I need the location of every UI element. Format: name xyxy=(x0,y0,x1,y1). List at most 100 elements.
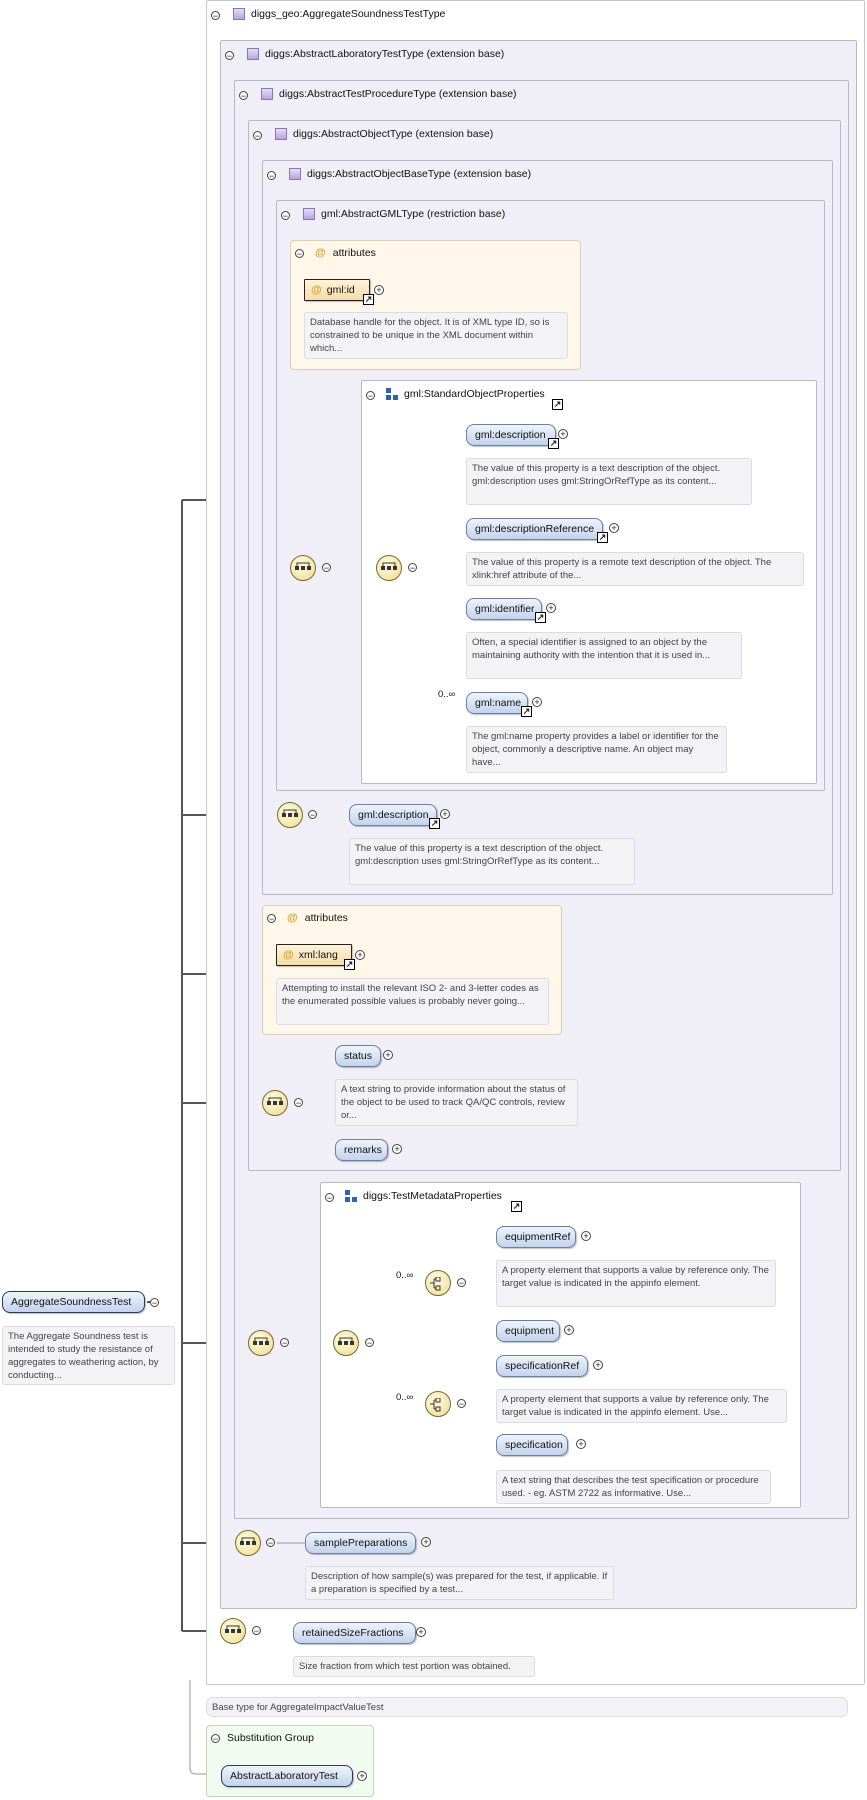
attribute-xml-lang[interactable]: @xml:lang xyxy=(276,944,352,966)
element-remarks[interactable]: remarks xyxy=(335,1139,388,1161)
element-gml-name[interactable]: gml:name xyxy=(466,692,528,714)
doc-gml-identifier: Often, a special identifier is assigned … xyxy=(466,632,742,679)
collapse-toggle[interactable]: − xyxy=(408,563,417,573)
element-retained-size-fractions[interactable]: retainedSizeFractions xyxy=(293,1622,416,1644)
type-title: gml:AbstractGMLType (restriction base) xyxy=(321,208,506,220)
complex-type-icon xyxy=(233,8,245,20)
doc-sample-preparations: Description of how sample(s) was prepare… xyxy=(305,1566,614,1600)
complex-type-icon xyxy=(303,208,315,220)
collapse-toggle[interactable]: − xyxy=(325,1193,334,1203)
doc-specification: A text string that describes the test sp… xyxy=(496,1470,771,1504)
base-type-note: Base type for AggregateImpactValueTest xyxy=(206,1697,848,1717)
doc-gml-id: Database handle for the object. It is of… xyxy=(304,312,568,359)
collapse-toggle[interactable]: − xyxy=(267,914,276,924)
reference-arrow-icon: ↗ xyxy=(344,959,355,970)
root-element-aggregate-soundness-test[interactable]: AggregateSoundnessTest xyxy=(2,1291,145,1313)
expand-icon[interactable]: + xyxy=(392,1144,402,1154)
group-icon xyxy=(345,1190,357,1205)
collapse-toggle[interactable]: − xyxy=(211,11,220,21)
element-equipment-ref[interactable]: equipmentRef xyxy=(496,1226,576,1248)
collapse-toggle[interactable]: − xyxy=(457,1399,466,1409)
collapse-toggle[interactable]: − xyxy=(294,1098,303,1108)
expand-icon[interactable]: + xyxy=(581,1231,591,1241)
attribute-icon: @ xyxy=(287,912,298,924)
complex-type-icon xyxy=(261,88,273,100)
collapse-toggle[interactable]: − xyxy=(308,810,317,820)
collapse-toggle[interactable]: − xyxy=(295,249,304,259)
attribute-icon: @ xyxy=(315,247,326,259)
sequence-compositor-icon[interactable] xyxy=(220,1618,246,1644)
sequence-compositor-icon[interactable] xyxy=(248,1330,274,1356)
expand-icon[interactable]: + xyxy=(416,1627,426,1637)
collapse-toggle[interactable]: − xyxy=(266,1538,275,1548)
attribute-icon: @ xyxy=(283,949,294,961)
sequence-compositor-icon[interactable] xyxy=(333,1330,359,1356)
choice-compositor-icon[interactable] xyxy=(425,1270,451,1296)
type-title: diggs:AbstractTestProcedureType (extensi… xyxy=(279,88,517,100)
cardinality-label: 0..∞ xyxy=(396,1270,414,1281)
attribute-icon: @ xyxy=(311,284,322,296)
cardinality-label: 0..∞ xyxy=(396,1392,414,1403)
collapse-toggle[interactable]: − xyxy=(366,391,375,401)
attributes-label: attributes xyxy=(304,912,348,924)
expand-icon[interactable]: + xyxy=(564,1325,574,1335)
expand-icon[interactable]: + xyxy=(593,1360,603,1370)
collapse-toggle[interactable]: − xyxy=(253,131,262,141)
element-gml-identifier[interactable]: gml:identifier xyxy=(466,598,542,620)
sequence-compositor-icon[interactable] xyxy=(262,1090,288,1116)
expand-icon[interactable]: + xyxy=(558,429,568,439)
collapse-toggle[interactable]: − xyxy=(211,1734,220,1744)
expand-icon[interactable]: + xyxy=(421,1537,431,1547)
doc-gml-description-reference: The value of this property is a remote t… xyxy=(466,552,804,586)
expand-icon[interactable]: + xyxy=(532,697,542,707)
doc-status: A text string to provide information abo… xyxy=(335,1079,578,1126)
choice-compositor-icon[interactable] xyxy=(425,1391,451,1417)
expand-icon[interactable]: + xyxy=(609,523,619,533)
reference-arrow-icon: ↗ xyxy=(597,532,608,543)
reference-arrow-icon: ↗ xyxy=(363,294,374,305)
element-status[interactable]: status xyxy=(335,1045,381,1067)
expand-icon[interactable]: + xyxy=(440,809,450,819)
expand-icon[interactable]: + xyxy=(374,285,384,295)
expand-icon[interactable]: + xyxy=(576,1439,586,1449)
doc-gml-description: The value of this property is a text des… xyxy=(466,458,752,505)
element-gml-description-base[interactable]: gml:description xyxy=(349,804,437,826)
doc-gml-description-base: The value of this property is a text des… xyxy=(349,838,635,885)
element-equipment[interactable]: equipment xyxy=(496,1320,560,1342)
collapse-toggle[interactable]: − xyxy=(281,211,290,221)
sequence-compositor-icon[interactable] xyxy=(376,555,402,581)
element-gml-description-reference[interactable]: gml:descriptionReference xyxy=(466,518,603,540)
collapse-toggle[interactable]: − xyxy=(267,171,276,181)
doc-gml-name: The gml:name property provides a label o… xyxy=(466,726,727,773)
attribute-gml-id[interactable]: @gml:id xyxy=(304,279,370,301)
collapse-toggle[interactable]: − xyxy=(322,563,331,573)
element-specification[interactable]: specification xyxy=(496,1434,568,1456)
expand-icon[interactable]: + xyxy=(546,603,556,613)
collapse-toggle[interactable]: − xyxy=(365,1338,374,1348)
substitution-group-title: Substitution Group xyxy=(227,1732,314,1744)
collapse-toggle[interactable]: − xyxy=(280,1338,289,1348)
type-title: diggs:AbstractObjectBaseType (extension … xyxy=(307,168,532,180)
collapse-toggle[interactable]: − xyxy=(252,1626,261,1636)
collapse-toggle[interactable]: − xyxy=(225,51,234,61)
element-abstract-laboratory-test[interactable]: AbstractLaboratoryTest xyxy=(221,1765,353,1787)
expand-icon[interactable]: + xyxy=(355,950,365,960)
doc-xml-lang: Attempting to install the relevant ISO 2… xyxy=(276,978,549,1025)
reference-arrow-icon: ↗ xyxy=(552,399,563,410)
doc-equipment-ref: A property element that supports a value… xyxy=(496,1260,776,1307)
attributes-label: attributes xyxy=(332,247,376,259)
expand-icon[interactable]: + xyxy=(357,1771,367,1781)
doc-specification-ref: A property element that supports a value… xyxy=(496,1389,787,1423)
element-sample-preparations[interactable]: samplePreparations xyxy=(305,1532,416,1554)
collapse-toggle[interactable]: − xyxy=(150,1298,159,1308)
sequence-compositor-icon[interactable] xyxy=(290,555,316,581)
element-specification-ref[interactable]: specificationRef xyxy=(496,1355,588,1377)
cardinality-label: 0..∞ xyxy=(438,689,456,700)
sequence-compositor-icon[interactable] xyxy=(235,1530,261,1556)
expand-icon[interactable]: + xyxy=(383,1050,393,1060)
reference-arrow-icon: ↗ xyxy=(535,612,546,623)
collapse-toggle[interactable]: − xyxy=(239,91,248,101)
collapse-toggle[interactable]: − xyxy=(457,1278,466,1288)
sequence-compositor-icon[interactable] xyxy=(277,802,303,828)
element-gml-description[interactable]: gml:description xyxy=(466,424,556,446)
